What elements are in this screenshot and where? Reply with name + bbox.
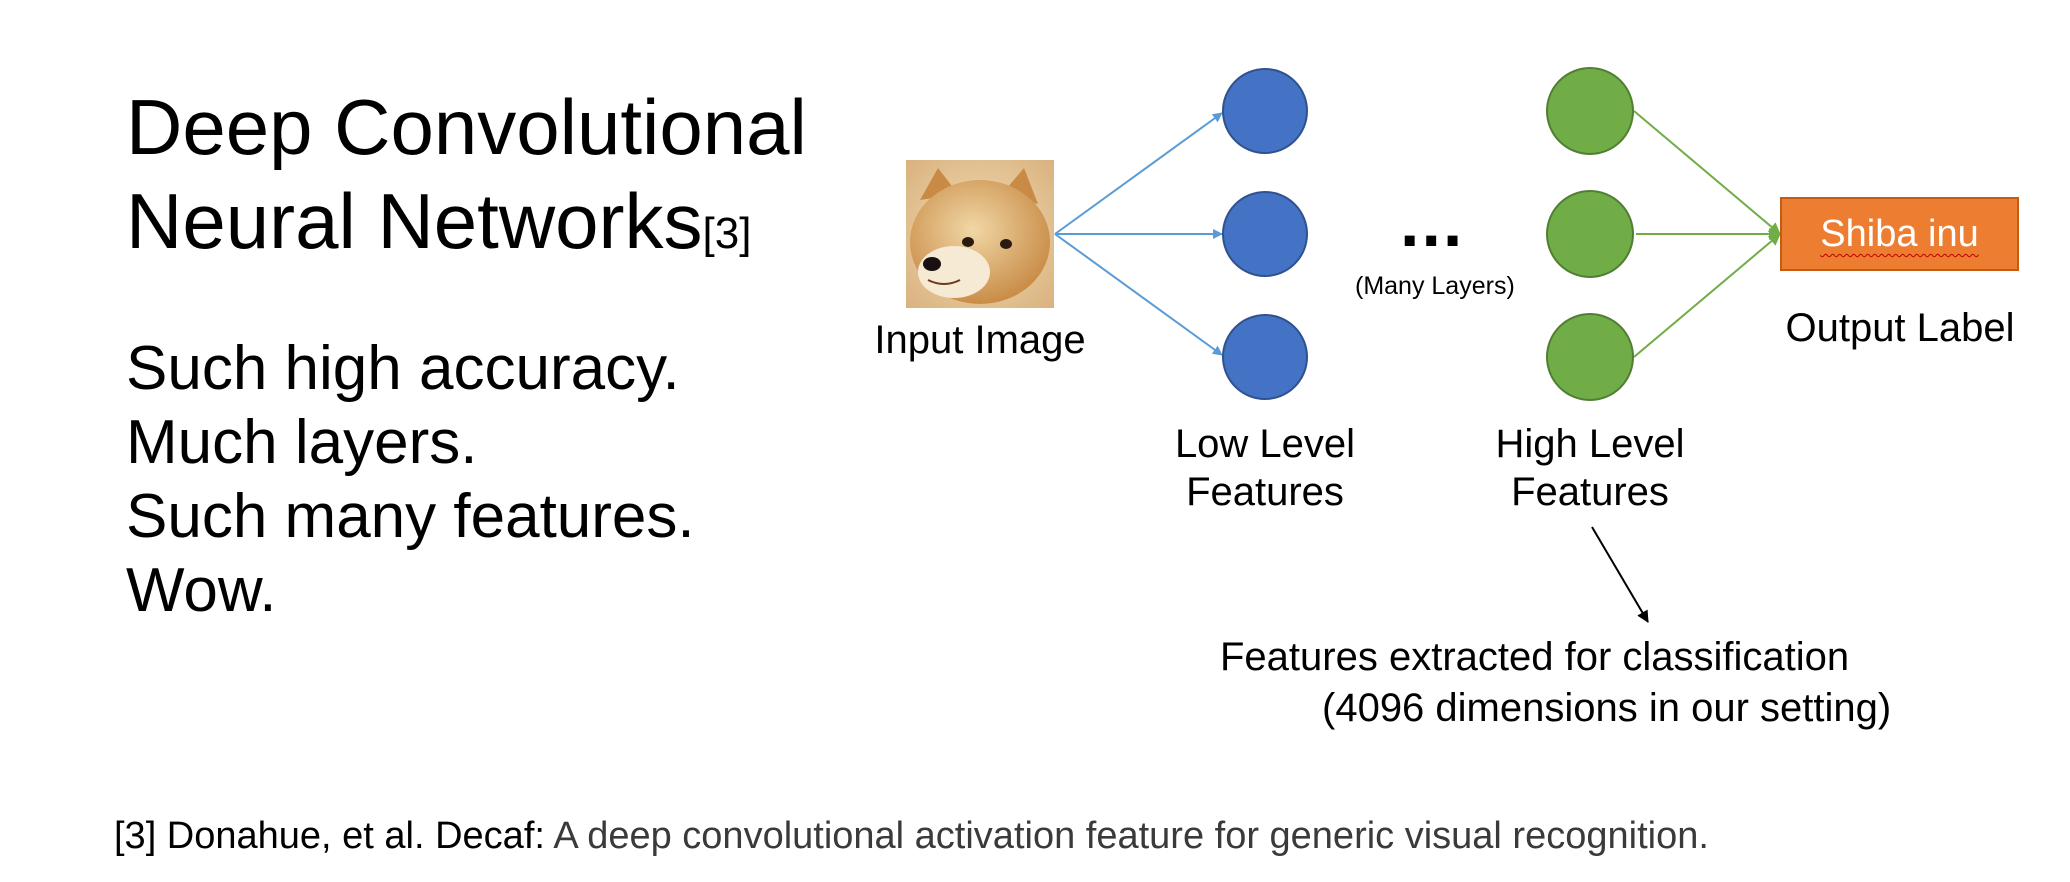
low-level-line-2: Features: [1186, 470, 1344, 514]
high-level-line-1: High Level: [1495, 422, 1685, 466]
low-level-node: [1222, 68, 1308, 154]
features-extracted-line-2: (4096 dimensions in our setting): [1322, 686, 1892, 730]
bullet-item: Such high accuracy.: [126, 334, 680, 403]
feature-pointer-arrow: [1591, 526, 1649, 623]
title-line-2: Neural Networks[3]: [126, 174, 807, 281]
output-arrow-bottom: [1633, 233, 1781, 358]
high-level-node: [1546, 313, 1634, 401]
features-extracted-caption: Features extracted for classification (4…: [1220, 632, 1891, 734]
low-level-node: [1222, 191, 1308, 277]
low-level-features-label: Low Level Features: [1150, 420, 1380, 516]
many-layers-label: (Many Layers): [1355, 272, 1515, 300]
high-level-line-2: Features: [1511, 470, 1669, 514]
title-line-1: Deep Convolutional: [126, 83, 807, 171]
citation-title: A deep convolutional activation feature …: [544, 815, 1709, 857]
input-arrow-bottom: [1054, 233, 1223, 356]
high-level-node: [1546, 190, 1634, 278]
input-arrow-top: [1054, 112, 1223, 235]
output-label-box: Shiba inu: [1780, 197, 2019, 271]
low-level-node: [1222, 314, 1308, 400]
title-reference: [3]: [702, 209, 752, 258]
title-line-2-text: Neural Networks: [126, 177, 703, 265]
citation-authors: [3] Donahue, et al. Decaf:: [114, 815, 545, 857]
high-level-node: [1546, 67, 1634, 155]
output-value: Shiba inu: [1820, 213, 1979, 255]
output-label-caption: Output Label: [1785, 306, 2015, 350]
input-image-dog: [906, 160, 1054, 308]
citation: [3] Donahue, et al. Decaf: A deep convol…: [114, 815, 1709, 858]
bullet-list: Such high accuracy. Much layers. Such ma…: [126, 332, 695, 628]
bullet-item: Wow.: [126, 556, 277, 625]
slide-title: Deep Convolutional Neural Networks[3]: [126, 80, 807, 281]
input-image-label: Input Image: [874, 318, 1086, 362]
output-arrow-top: [1633, 110, 1781, 235]
ellipsis: ...: [1400, 183, 1465, 261]
bullet-item: Such many features.: [126, 482, 695, 551]
low-level-line-1: Low Level: [1174, 422, 1356, 466]
features-extracted-line-1: Features extracted for classification: [1220, 635, 1850, 679]
high-level-features-label: High Level Features: [1475, 420, 1705, 516]
bullet-item: Much layers.: [126, 408, 478, 477]
